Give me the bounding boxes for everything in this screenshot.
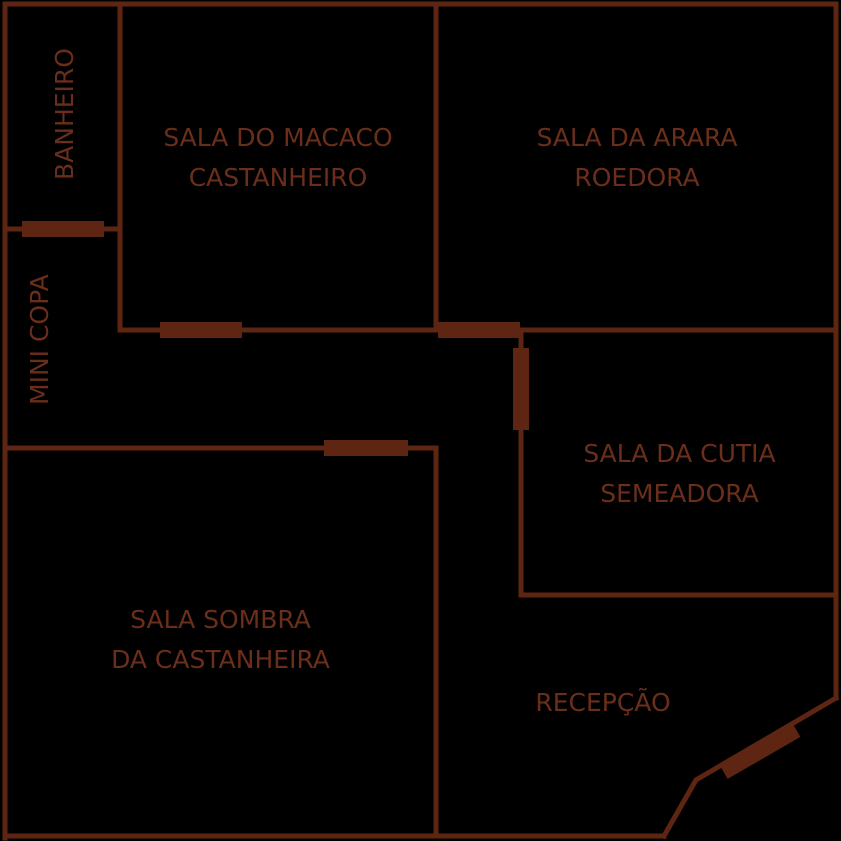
macaco-line2: CASTANHEIRO [188,163,368,192]
door-sombra [324,440,408,456]
room-label-mini-copa: MINI COPA [25,274,55,405]
mini-copa-text: MINI COPA [25,274,54,405]
macaco-line1: SALA DO MACACO [163,123,393,152]
room-label-macaco: SALA DO MACACO CASTANHEIRO [122,118,434,198]
door-entrance [719,723,801,779]
doors [22,221,801,779]
door-banheiro [22,221,104,237]
room-label-arara: SALA DA ARARA ROEDORA [438,118,836,198]
room-label-cutia: SALA DA CUTIA SEMEADORA [523,434,836,514]
room-label-sombra: SALA SOMBRA DA CASTANHEIRA [5,600,436,680]
door-arara [438,322,520,338]
room-label-banheiro: BANHEIRO [50,48,80,180]
arara-line1: SALA DA ARARA [536,123,738,152]
sombra-line2: DA CASTANHEIRA [111,645,330,674]
cutia-line2: SEMEADORA [600,479,759,508]
sombra-line1: SALA SOMBRA [130,605,311,634]
cutia-line1: SALA DA CUTIA [583,439,776,468]
door-macaco [160,322,242,338]
room-label-recepcao: RECEPÇÃO [478,683,728,723]
banheiro-text: BANHEIRO [50,48,79,180]
arara-line2: ROEDORA [574,163,700,192]
door-cutia [513,348,529,430]
recepcao-text: RECEPÇÃO [535,688,671,717]
